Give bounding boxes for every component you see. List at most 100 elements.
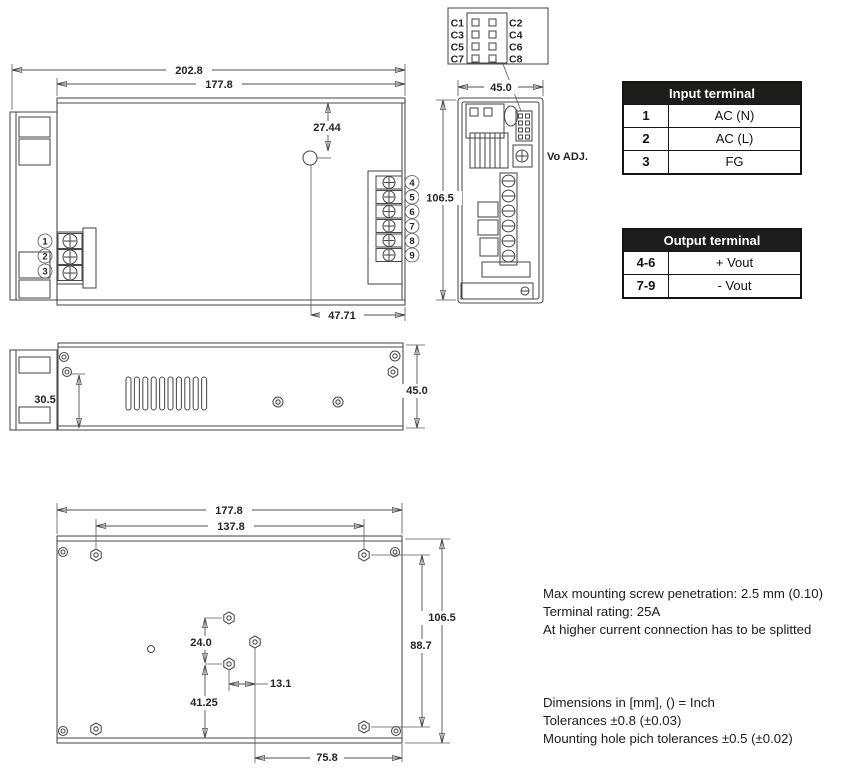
note-line: Terminal rating: 25A xyxy=(543,604,661,619)
signal-cell: AC (N) xyxy=(714,108,755,123)
input-terminal-table: Input terminal 1 AC (N) 2 AC (L) 3 FG xyxy=(622,81,802,175)
dim-30-5: 30.5 xyxy=(34,394,55,406)
note-line: Mounting hole pich tolerances ±0.5 (±0.0… xyxy=(543,731,793,746)
dim-27-44: 27.44 xyxy=(313,122,341,134)
note-line: Max mounting screw penetration: 2.5 mm (… xyxy=(543,586,823,601)
hex-mount-hole xyxy=(358,720,370,734)
terminal-number-8: 8 xyxy=(409,236,414,247)
mount-hole xyxy=(57,725,69,737)
output-terminal-numbers: 4 5 6 7 8 9 xyxy=(404,175,420,263)
end-view-drawing: Vo ADJ. 45.0 106 xyxy=(419,80,588,304)
dim-202-8: 202.8 xyxy=(175,65,203,77)
pin-cell: 3 xyxy=(624,151,669,173)
capacitor-top xyxy=(503,105,519,127)
terminal-number-5: 5 xyxy=(409,193,415,204)
dim-24-0: 24.0 xyxy=(190,637,211,649)
dim-47-71: 47.71 xyxy=(328,310,356,322)
side-view-dimensions: 30.5 45.0 xyxy=(34,344,434,429)
input-terminal-numbers: 1 2 3 xyxy=(37,233,53,279)
pin-label-c5: C5 xyxy=(451,41,465,53)
terminal-number-1: 1 xyxy=(42,237,48,248)
spec-notes: Max mounting screw penetration: 2.5 mm (… xyxy=(543,585,823,639)
signal-cell: AC (L) xyxy=(715,131,754,146)
signal-connector xyxy=(515,110,533,142)
pin-label-c3: C3 xyxy=(451,29,465,41)
terminal-number-7: 7 xyxy=(409,222,414,233)
hex-mount-hole xyxy=(387,365,399,379)
mount-hole xyxy=(272,396,284,408)
general-notes: Dimensions in [mm], () = Inch Tolerances… xyxy=(543,694,793,748)
connector-pinout-diagram: C1 C3 C5 C7 C2 C4 C6 C8 xyxy=(447,7,549,112)
hex-mount-hole xyxy=(223,611,235,625)
mount-hole xyxy=(390,725,402,737)
bottom-view-drawing: 177.8 137.8 24.0 41.25 13.1 75.8 xyxy=(56,503,464,765)
terminal-number-4: 4 xyxy=(409,178,415,189)
input-terminal-block xyxy=(56,227,97,289)
signal-cell: - Vout xyxy=(717,278,752,293)
mount-hole xyxy=(58,351,70,363)
mount-hole xyxy=(332,396,344,408)
dim-106-5-end: 106.5 xyxy=(426,192,454,204)
hex-mount-hole xyxy=(358,548,370,562)
table-row: 2 AC (L) xyxy=(624,127,800,150)
pin-cell: 7-9 xyxy=(624,275,669,297)
note-line: Tolerances ±0.8 (±0.03) xyxy=(543,713,682,728)
vent-slots xyxy=(125,376,208,411)
terminal-number-3: 3 xyxy=(42,267,47,278)
hex-mount-hole xyxy=(90,722,102,736)
vo-adj-label: Vo ADJ. xyxy=(547,151,588,163)
table-row: 3 FG xyxy=(624,150,800,173)
vo-adj-potentiometer xyxy=(512,144,533,168)
pin-label-c8: C8 xyxy=(509,53,523,65)
table-row: 7-9 - Vout xyxy=(624,274,800,297)
pin-cell: 1 xyxy=(624,105,669,127)
hex-mount-hole xyxy=(249,635,261,649)
pin-cell: 2 xyxy=(624,128,669,150)
output-terminal-table-title: Output terminal xyxy=(624,230,800,251)
top-view-drawing: 4 5 6 7 8 9 1 2 3 202.8 xyxy=(9,63,420,322)
input-terminal-table-title: Input terminal xyxy=(624,83,800,104)
dim-45-0-side: 45.0 xyxy=(406,385,427,397)
terminal-number-2: 2 xyxy=(42,252,47,263)
note-line: At higher current connection has to be s… xyxy=(543,622,812,637)
table-row: 1 AC (N) xyxy=(624,104,800,127)
pin-label-c2: C2 xyxy=(509,17,523,29)
end-terminal-column xyxy=(499,172,518,266)
fan-assembly-side xyxy=(9,349,58,431)
output-terminal-table: Output terminal 4-6 + Vout 7-9 - Vout xyxy=(622,228,802,299)
note-line: Dimensions in [mm], () = Inch xyxy=(543,695,715,710)
output-terminal-block xyxy=(367,170,403,285)
table-row: 4-6 + Vout xyxy=(624,251,800,274)
top-view-dimensions: 202.8 177.8 27.44 47.71 xyxy=(11,63,406,322)
mount-hole xyxy=(57,546,69,558)
small-hole xyxy=(146,644,156,654)
side-view-drawing: 30.5 45.0 xyxy=(9,342,434,431)
signal-cell: FG xyxy=(725,154,744,169)
terminal-number-6: 6 xyxy=(409,207,414,218)
pin-label-c7: C7 xyxy=(451,53,465,65)
hex-mount-hole xyxy=(223,657,235,671)
pin-label-c1: C1 xyxy=(451,17,465,29)
bottom-view-dimensions: 177.8 137.8 24.0 41.25 13.1 75.8 xyxy=(56,503,464,765)
signal-cell: + Vout xyxy=(715,255,754,270)
pin-cell: 4-6 xyxy=(624,252,669,274)
mount-hole xyxy=(389,350,401,362)
dim-177-8: 177.8 xyxy=(205,79,233,91)
pin-label-c4: C4 xyxy=(509,29,523,41)
dim-137-8: 137.8 xyxy=(217,521,245,533)
pin-label-c6: C6 xyxy=(509,41,523,53)
fan-assembly xyxy=(9,111,58,301)
terminal-number-9: 9 xyxy=(409,251,414,262)
end-view-dimensions: 45.0 106.5 xyxy=(419,80,544,301)
mount-hole xyxy=(61,366,73,378)
dim-88-7: 88.7 xyxy=(410,640,431,652)
dim-41-25: 41.25 xyxy=(190,697,218,709)
hex-mount-hole xyxy=(90,548,102,562)
dim-75-8: 75.8 xyxy=(316,752,337,764)
cover-hole xyxy=(302,150,318,166)
dim-13-1: 13.1 xyxy=(270,678,291,690)
dim-177-8-bottom: 177.8 xyxy=(215,505,243,517)
dim-106-5-bottom: 106.5 xyxy=(428,612,456,624)
